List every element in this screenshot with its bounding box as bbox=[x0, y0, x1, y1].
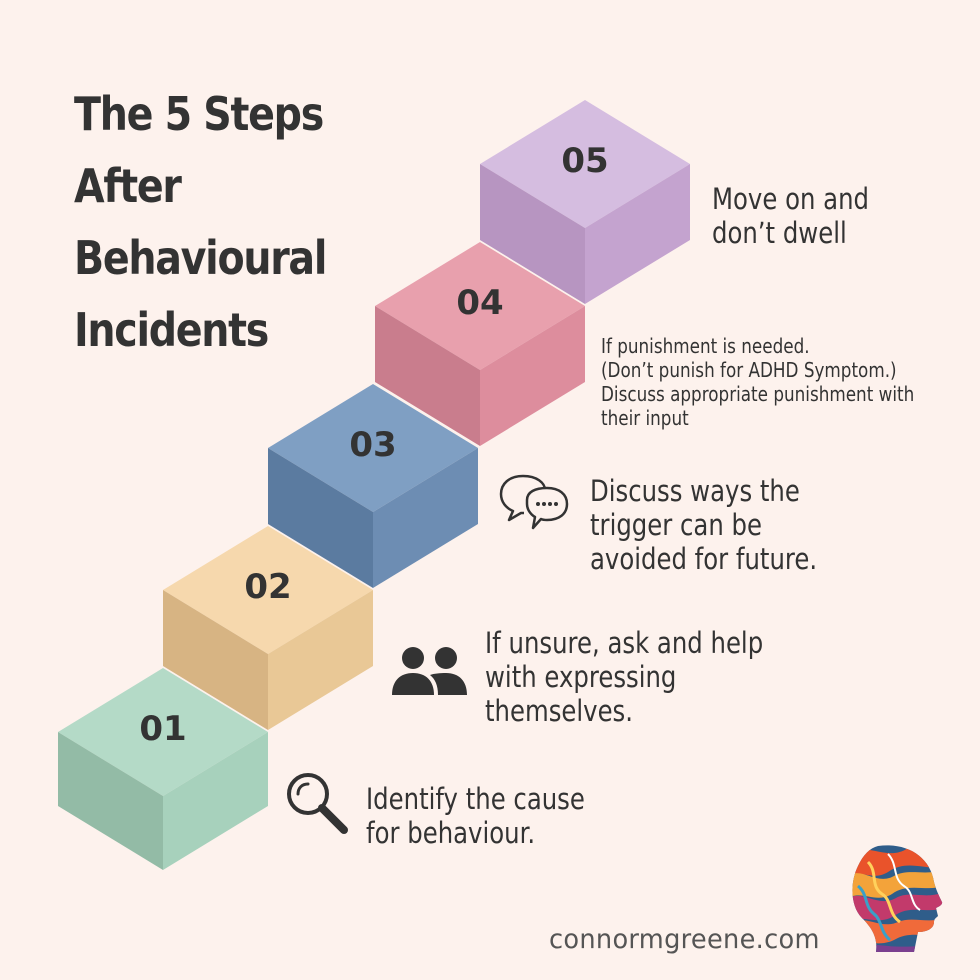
title-line-2: After bbox=[74, 159, 182, 213]
step-01-description: Identify the cause for behaviour. bbox=[366, 782, 585, 850]
step-block-04: 04 bbox=[375, 242, 585, 446]
step-block-03: 03 bbox=[268, 384, 478, 588]
title-line-3: Behavioural bbox=[74, 231, 327, 285]
chat-bubbles-icon bbox=[499, 474, 569, 530]
step-04-description: If punishment is needed. (Don’t punish f… bbox=[601, 334, 915, 430]
title-line-1: The 5 Steps bbox=[74, 87, 324, 141]
step-number-05: 05 bbox=[561, 141, 608, 181]
step-number-01: 01 bbox=[139, 709, 186, 749]
colorful-head-logo-icon bbox=[852, 845, 943, 952]
step-03-description: Discuss ways the trigger can be avoided … bbox=[590, 474, 818, 576]
step-block-01: 01 bbox=[58, 668, 268, 870]
step-number-02: 02 bbox=[244, 567, 291, 607]
magnifier-icon bbox=[287, 773, 348, 834]
people-icon bbox=[392, 647, 467, 695]
website-footer: connormgreene.com bbox=[549, 924, 820, 955]
step-block-02: 02 bbox=[163, 526, 373, 730]
step-05-description: Move on and don’t dwell bbox=[712, 182, 869, 250]
step-block-05: 05 bbox=[480, 100, 690, 304]
step-number-03: 03 bbox=[349, 425, 396, 465]
step-02-description: If unsure, ask and help with expressing … bbox=[485, 626, 764, 728]
page-title: The 5 Steps After Behavioural Incidents bbox=[74, 78, 358, 366]
title-line-4: Incidents bbox=[74, 303, 269, 357]
step-number-04: 04 bbox=[456, 283, 503, 323]
